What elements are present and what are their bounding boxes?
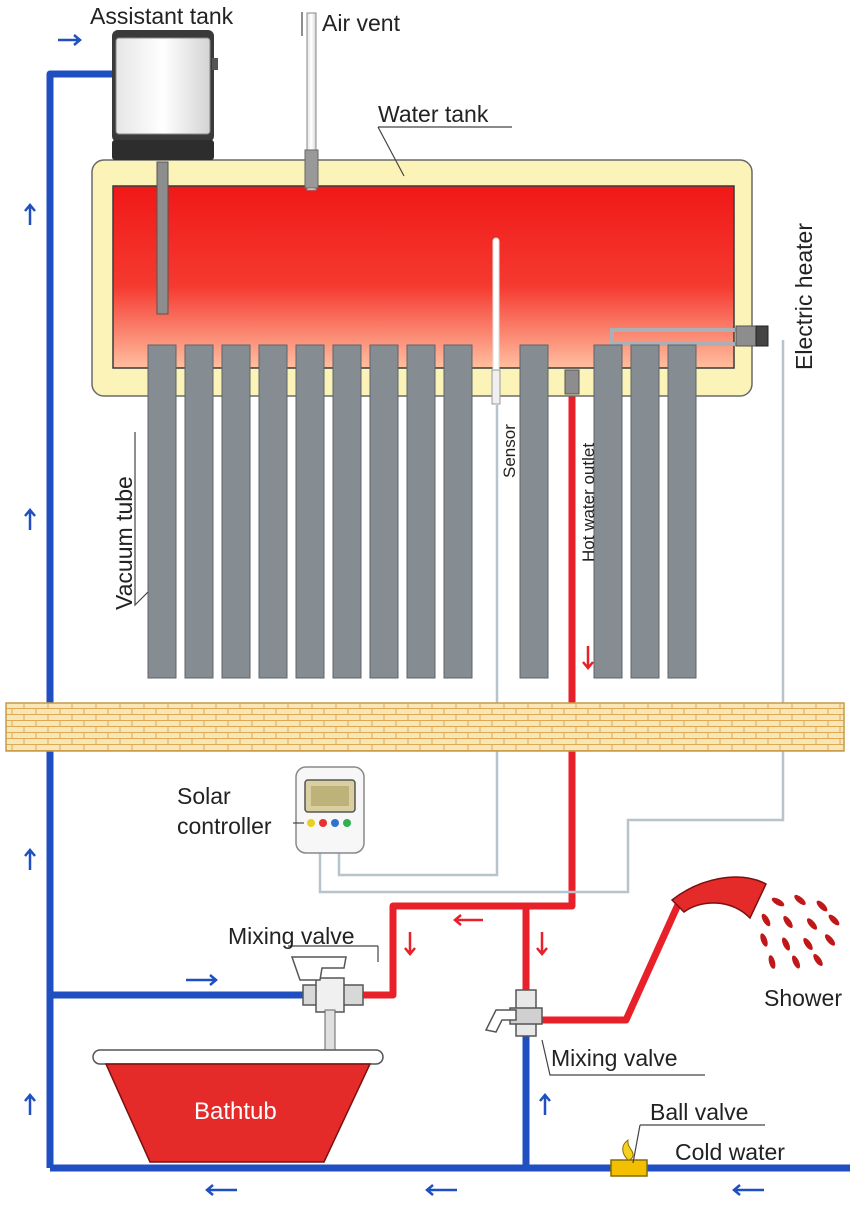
label-sensor: Sensor (500, 424, 519, 478)
label-assistant-tank: Assistant tank (90, 3, 234, 29)
vacuum-tube (519, 344, 549, 679)
valve-icon (610, 1159, 648, 1177)
label-air-vent: Air vent (322, 10, 401, 36)
label-vacuum-tube: Vacuum tube (111, 476, 137, 610)
arrow-icon (186, 974, 218, 986)
hot-pipe-to-shower (540, 896, 685, 1024)
shower-mixing-valve (484, 989, 543, 1037)
label-ball-valve: Ball valve (650, 1099, 748, 1125)
flow-arrows (24, 34, 764, 1196)
vacuum-tube (184, 344, 214, 679)
vacuum-tube (443, 344, 473, 679)
labels: Assistant tank Air vent Water tank Elect… (90, 3, 842, 1165)
label-hot-water-outlet: Hot water outlet (579, 443, 598, 562)
label-bathtub: Bathtub (194, 1098, 277, 1125)
controller-button (319, 819, 327, 827)
label-mixing-valve-shower: Mixing valve (551, 1045, 678, 1071)
water-tank (91, 12, 769, 405)
vacuum-tube (369, 344, 399, 679)
vacuum-tube (147, 344, 177, 679)
bathtub (92, 1049, 384, 1163)
heater-cap (755, 325, 769, 347)
arrow-icon (205, 1184, 764, 1196)
label-solar-controller-2: controller (177, 813, 272, 839)
solar-controller (295, 766, 365, 854)
leader-lines (134, 12, 765, 1164)
controller-button (331, 819, 339, 827)
roof-brick-band (5, 702, 845, 752)
label-mixing-valve-bath: Mixing valve (228, 923, 355, 949)
assistant-inlet-pipe (156, 161, 169, 315)
controller-button (307, 819, 315, 827)
flame-icon (622, 1138, 634, 1161)
label-water-tank: Water tank (378, 101, 489, 127)
bath-mixing-valve (290, 956, 364, 1055)
ball-valve (610, 1138, 648, 1177)
vacuum-tube (332, 344, 362, 679)
cold-water-piping (46, 70, 850, 1172)
label-cold-water: Cold water (675, 1139, 785, 1165)
arrow-icon (24, 203, 551, 1115)
sensor-tip (491, 369, 501, 405)
vacuum-tube (593, 344, 623, 679)
heater-body (735, 325, 757, 347)
cold-pipe-riser (46, 70, 112, 1168)
tank-inner (112, 185, 735, 369)
vacuum-tube (295, 344, 325, 679)
vacuum-tube (258, 344, 288, 679)
shower-head-icon (670, 876, 840, 969)
label-shower: Shower (764, 985, 842, 1011)
vacuum-tube (221, 344, 251, 679)
vacuum-tube (630, 344, 660, 679)
label-solar-controller-1: Solar (177, 783, 231, 809)
air-vent-base (304, 149, 319, 189)
arrow-icon (58, 34, 82, 46)
vacuum-tube (406, 344, 436, 679)
arrow-icon (404, 646, 594, 956)
sensor-wire (337, 405, 499, 877)
outlet-stub (564, 369, 580, 395)
vacuum-tube (667, 344, 697, 679)
air-vent-pipe (306, 12, 317, 191)
controller-button (343, 819, 351, 827)
assistant-tank (112, 30, 218, 160)
heater-element (610, 328, 736, 346)
vacuum-tubes (147, 344, 697, 679)
label-electric-heater: Electric heater (791, 223, 817, 370)
